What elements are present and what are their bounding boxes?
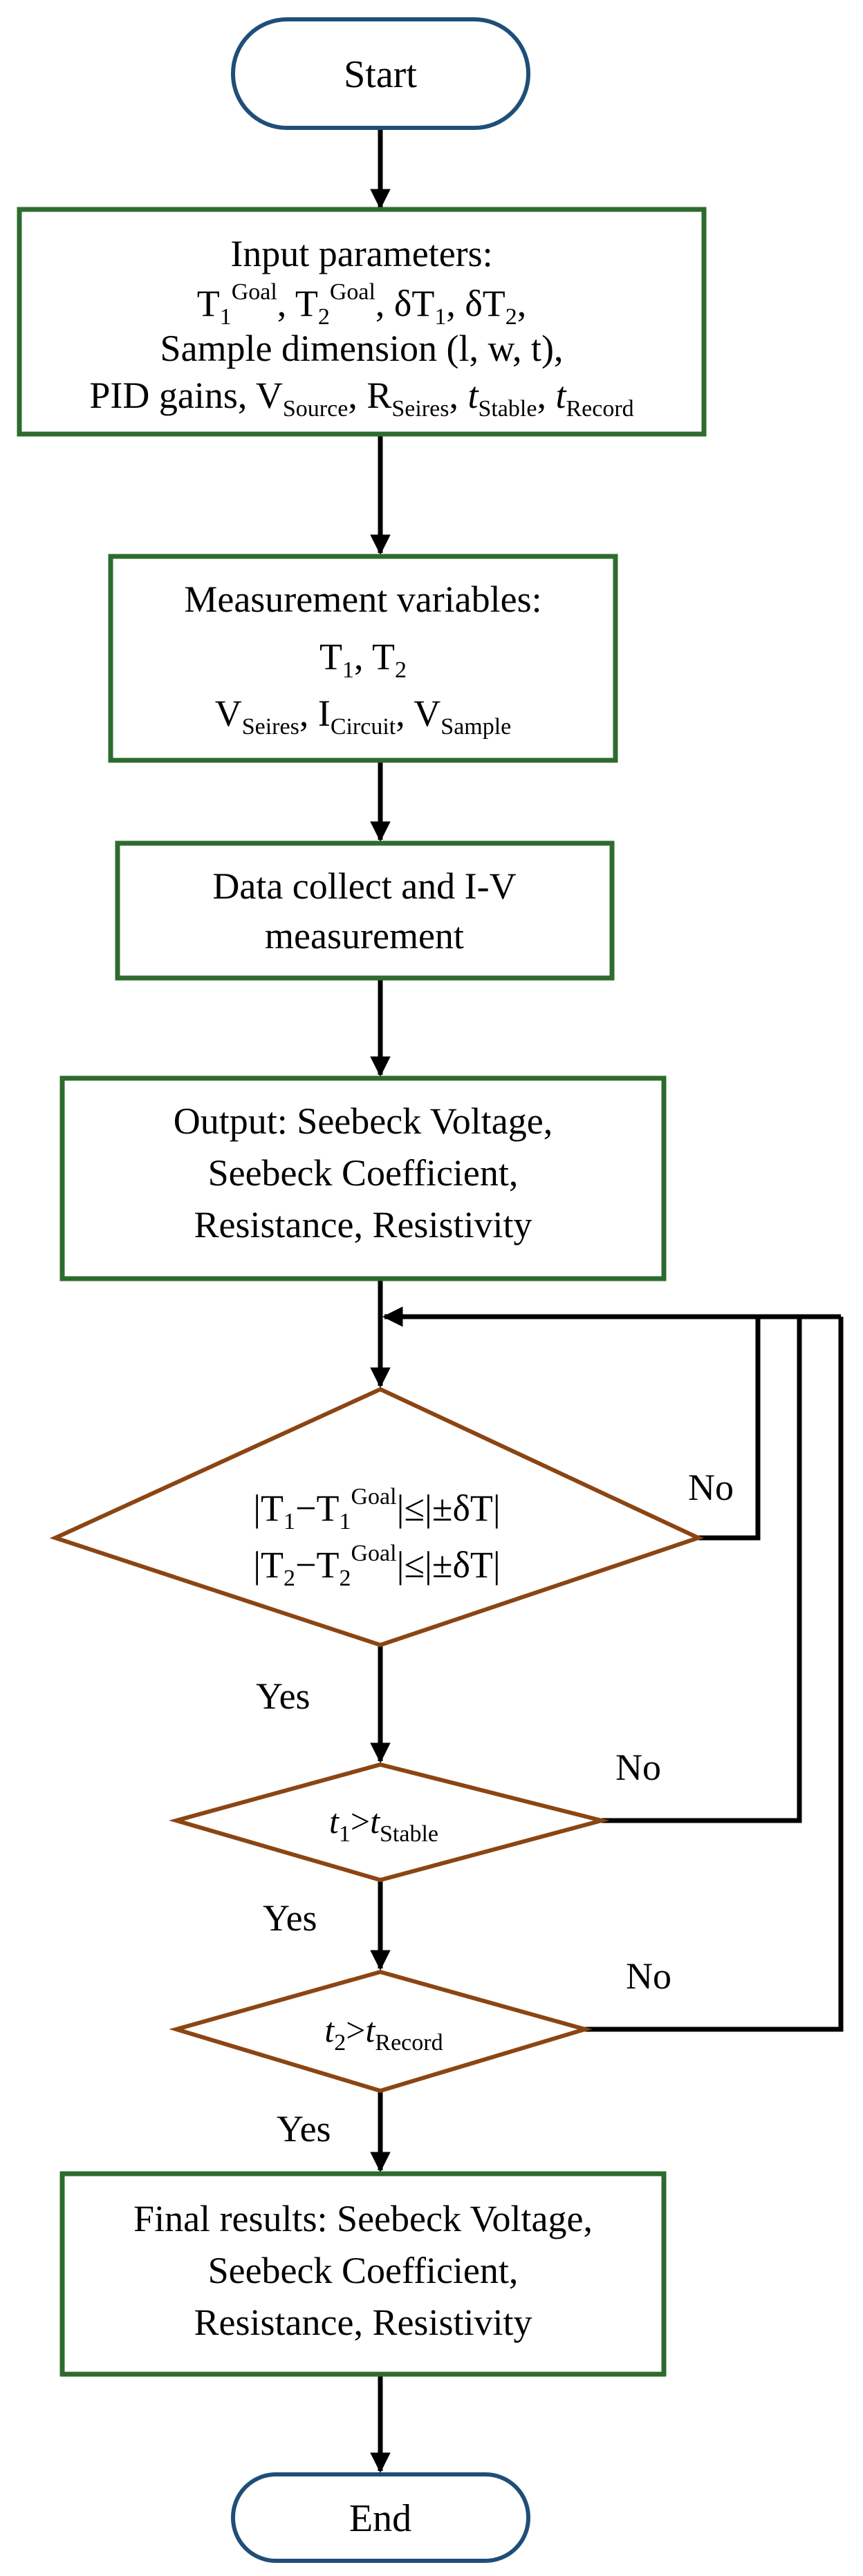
measurement-variables-node: Measurement variables: T1, T2 VSeires, I…: [108, 554, 618, 763]
edges: [370, 128, 844, 2473]
label-stable-no: No: [615, 1747, 661, 1788]
end-label: End: [349, 2497, 411, 2540]
label-record-yes: Yes: [277, 2108, 331, 2150]
edge-temp-no-loop: [698, 1317, 761, 1541]
collect-line-1: Data collect and I-V: [212, 865, 516, 907]
edge-record-no-loop: [585, 1317, 844, 2032]
temp-check-line-1: |T1−T1Goal|≤|±δT|: [253, 1484, 500, 1534]
final-line-3: Resistance, Resistivity: [194, 2302, 532, 2343]
output-line-1: Output: Seebeck Voltage,: [174, 1100, 553, 1142]
measure-line-1: Measurement variables:: [184, 579, 541, 620]
input-parameters-node: Input parameters: T1Goal, T2Goal, δT1, δ…: [17, 207, 707, 437]
measure-line-2: T1, T2: [319, 636, 407, 683]
label-record-no: No: [626, 1955, 671, 1997]
record-check-label: t2>tRecord: [324, 2011, 443, 2056]
input-line-3: Sample dimension (l, w, t),: [160, 328, 564, 369]
final-results-node: Final results: Seebeck Voltage, Seebeck …: [59, 2171, 667, 2377]
final-line-1: Final results: Seebeck Voltage,: [133, 2198, 593, 2239]
start-node: Start: [231, 17, 530, 130]
measure-line-3: VSeires, ICircuit, VSample: [215, 693, 512, 740]
record-time-decision: t2>tRecord: [169, 1969, 593, 2094]
data-collect-node: Data collect and I-V measurement: [115, 840, 615, 981]
output-line-2: Seebeck Coefficient,: [208, 1152, 519, 1194]
label-temp-yes: Yes: [256, 1675, 310, 1717]
label-temp-no: No: [688, 1467, 734, 1508]
collect-line-2: measurement: [265, 915, 464, 957]
temp-check-line-2: |T2−T2Goal|≤|±δT|: [253, 1541, 500, 1591]
label-stable-yes: Yes: [263, 1897, 317, 1939]
input-line-1: Input parameters:: [230, 233, 492, 274]
output-node: Output: Seebeck Voltage, Seebeck Coeffic…: [59, 1075, 667, 1281]
input-line-2: T1Goal, T2Goal, δT1, δT2,: [197, 279, 527, 330]
final-line-2: Seebeck Coefficient,: [208, 2250, 519, 2291]
temperature-check-decision: |T1−T1Goal|≤|±δT| |T2−T2Goal|≤|±δT|: [49, 1386, 705, 1648]
stable-time-decision: t1>tStable: [168, 1762, 610, 1883]
edge-labels: No Yes No Yes No Yes: [256, 1467, 734, 2150]
end-node: End: [231, 2472, 530, 2563]
stable-check-label: t1>tStable: [329, 1802, 438, 1847]
output-line-3: Resistance, Resistivity: [194, 1204, 532, 1245]
edge-stable-no-loop: [602, 1317, 802, 1823]
input-line-4: PID gains, VSource, RSeires, tStable, tR…: [89, 375, 633, 422]
start-label: Start: [344, 53, 417, 96]
